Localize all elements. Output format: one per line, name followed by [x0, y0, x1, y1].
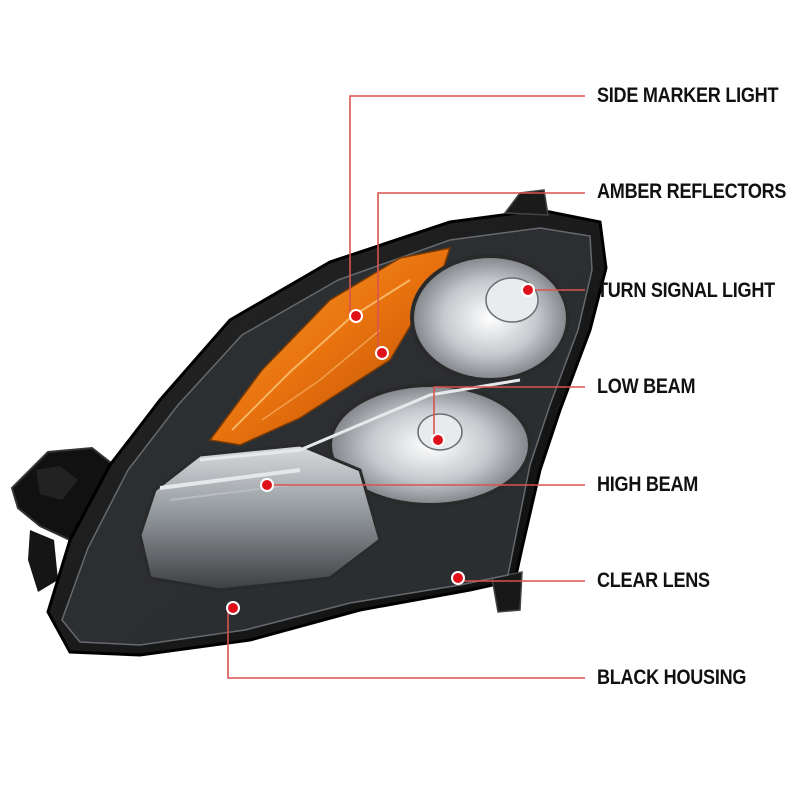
top-mounting-tab [503, 189, 549, 216]
label-side-marker-light: SIDE MARKER LIGHT [597, 84, 779, 107]
marker-dot-amber [377, 348, 387, 358]
label-high-beam: HIGH BEAM [597, 473, 699, 496]
label-black-housing: BLACK HOUSING [597, 666, 747, 689]
label-amber-reflectors: AMBER REFLECTORS [597, 180, 787, 203]
marker-dot-clear [453, 573, 463, 583]
marker-dot-high [262, 480, 272, 490]
callout-lines [226, 95, 585, 679]
marker-dot-black [228, 603, 238, 613]
marker-dot-low [433, 435, 443, 445]
marker-dot-side [351, 311, 361, 321]
marker-dot-turn [523, 285, 533, 295]
bottom-mounting-tab [491, 571, 523, 613]
label-low-beam: LOW BEAM [597, 375, 696, 398]
label-clear-lens: CLEAR LENS [597, 569, 710, 592]
turn-signal-reflector [410, 254, 570, 382]
label-turn-signal-light: TURN SIGNAL LIGHT [597, 279, 775, 302]
